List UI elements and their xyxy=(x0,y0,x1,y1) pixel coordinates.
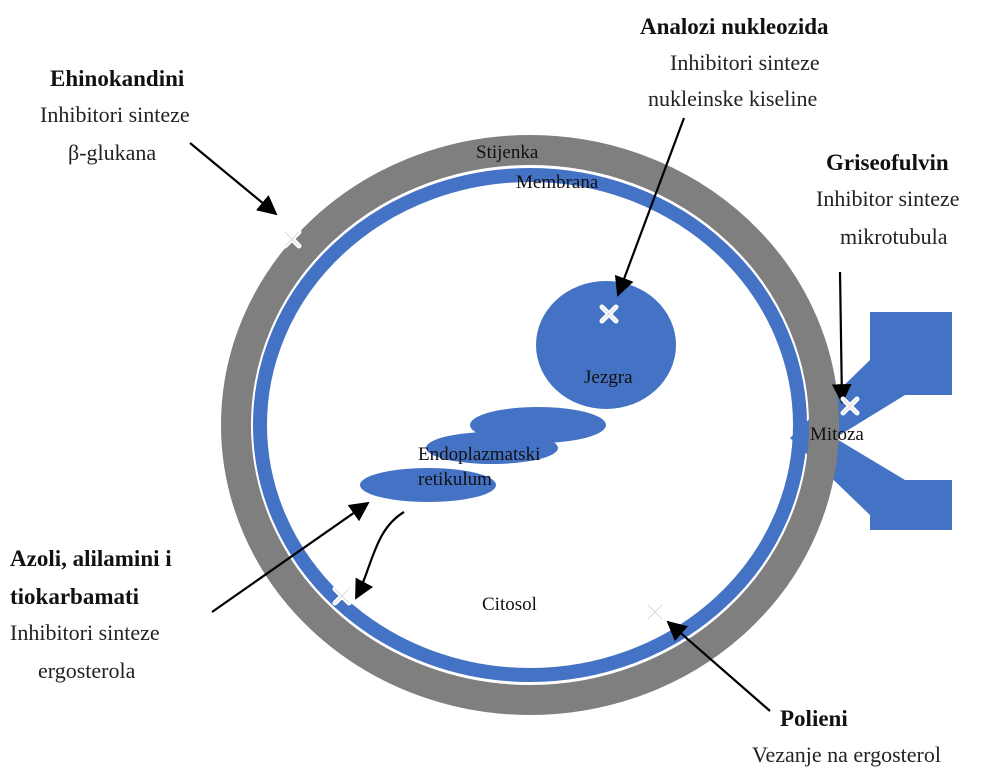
nucleus-label: Jezgra xyxy=(584,367,633,388)
cell-wall xyxy=(221,135,839,715)
nucleoside-annotation: Analozi nukleozida Inhibitori sinteze nu… xyxy=(640,14,829,111)
membrane-label: Membrana xyxy=(516,172,599,193)
echinocandins-name: Ehinokandini xyxy=(50,66,185,91)
nucleoside-name: Analozi nukleozida xyxy=(640,14,829,39)
wall-label: Stijenka xyxy=(476,142,539,163)
azoles-action-1: Inhibitori sinteze xyxy=(10,620,160,645)
azoles-action-2: ergosterola xyxy=(38,658,136,683)
er-label-line1: Endoplazmatski xyxy=(418,444,540,465)
endoplasmic-reticulum xyxy=(360,407,606,502)
nucleus xyxy=(536,281,676,409)
cell-membrane xyxy=(253,168,807,682)
griseofulvin-action-2: mikrotubula xyxy=(840,224,948,249)
mitosis-label: Mitoza xyxy=(810,424,864,445)
polyenes-name: Polieni xyxy=(780,706,848,731)
azoles-name-1: Azoli, alilamini i xyxy=(10,546,172,571)
griseofulvin-annotation: Griseofulvin Inhibitor sinteze mikrotubu… xyxy=(816,150,960,249)
polyenes-annotation: Polieni Vezanje na ergosterol xyxy=(752,706,941,767)
nucleoside-action-2: nukleinske kiseline xyxy=(648,86,817,111)
griseofulvin-name: Griseofulvin xyxy=(826,150,949,175)
azoles-annotation: Azoli, alilamini i tiokarbamati Inhibito… xyxy=(10,546,172,683)
cytosol-label: Citosol xyxy=(482,594,537,615)
pointer-arrows xyxy=(189,117,852,712)
x-cross-icon-membrane-right xyxy=(648,605,662,619)
echinocandins-action-1: Inhibitori sinteze xyxy=(40,102,190,127)
echinocandins-action-2: β-glukana xyxy=(68,140,156,165)
echinocandins-annotation: Ehinokandini Inhibitori sinteze β-glukan… xyxy=(40,66,190,165)
er-label-line2: retikulum xyxy=(418,469,492,490)
nucleoside-action-1: Inhibitori sinteze xyxy=(670,50,820,75)
polyenes-action: Vezanje na ergosterol xyxy=(752,742,941,767)
azoles-name-2: tiokarbamati xyxy=(10,584,140,609)
griseofulvin-action-1: Inhibitor sinteze xyxy=(816,186,960,211)
